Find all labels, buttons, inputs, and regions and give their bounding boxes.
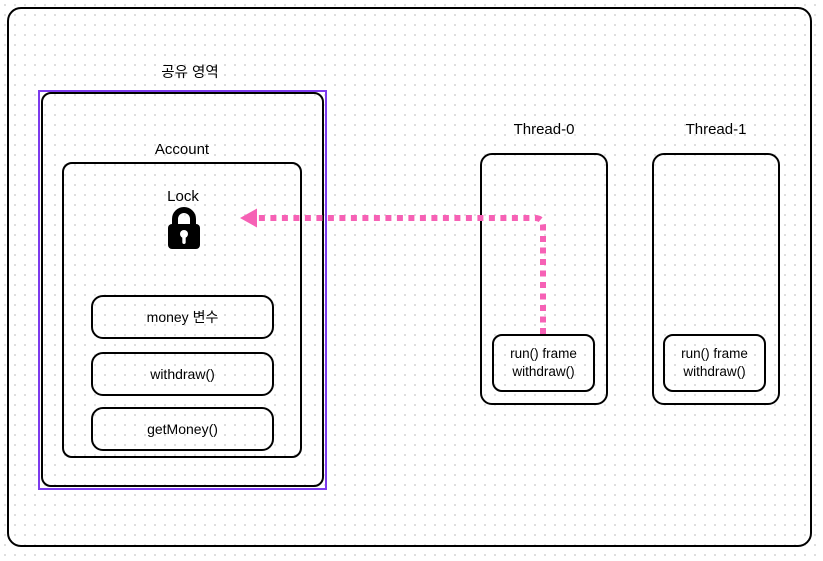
thread-1-run-frame-line2: withdraw(): [683, 364, 746, 379]
account-label: Account: [154, 141, 210, 158]
thread-1-label: Thread-1: [685, 121, 747, 138]
shared-area-label: 공유 영역: [161, 65, 219, 81]
member-getmoney-label: getMoney(): [147, 421, 218, 437]
member-box-money[interactable]: money 변수: [91, 295, 274, 339]
member-money-label: money 변수: [146, 309, 219, 325]
member-box-getmoney[interactable]: getMoney(): [91, 407, 274, 451]
thread-0-run-frame-line2: withdraw(): [512, 364, 575, 379]
thread-1-run-frame-line1: run() frame: [681, 346, 748, 361]
member-box-withdraw[interactable]: withdraw(): [91, 352, 274, 396]
thread-1-box[interactable]: [652, 153, 780, 405]
thread-0-run-frame-line1: run() frame: [510, 346, 577, 361]
lock-label: Lock: [167, 188, 199, 205]
member-withdraw-label: withdraw(): [150, 366, 215, 382]
padlock-icon: [166, 204, 202, 250]
thread-1-run-frame-box[interactable]: run() frame withdraw(): [663, 334, 766, 392]
thread-0-label: Thread-0: [513, 121, 575, 138]
canvas-border: [7, 7, 812, 547]
thread-0-run-frame-box[interactable]: run() frame withdraw(): [492, 334, 595, 392]
